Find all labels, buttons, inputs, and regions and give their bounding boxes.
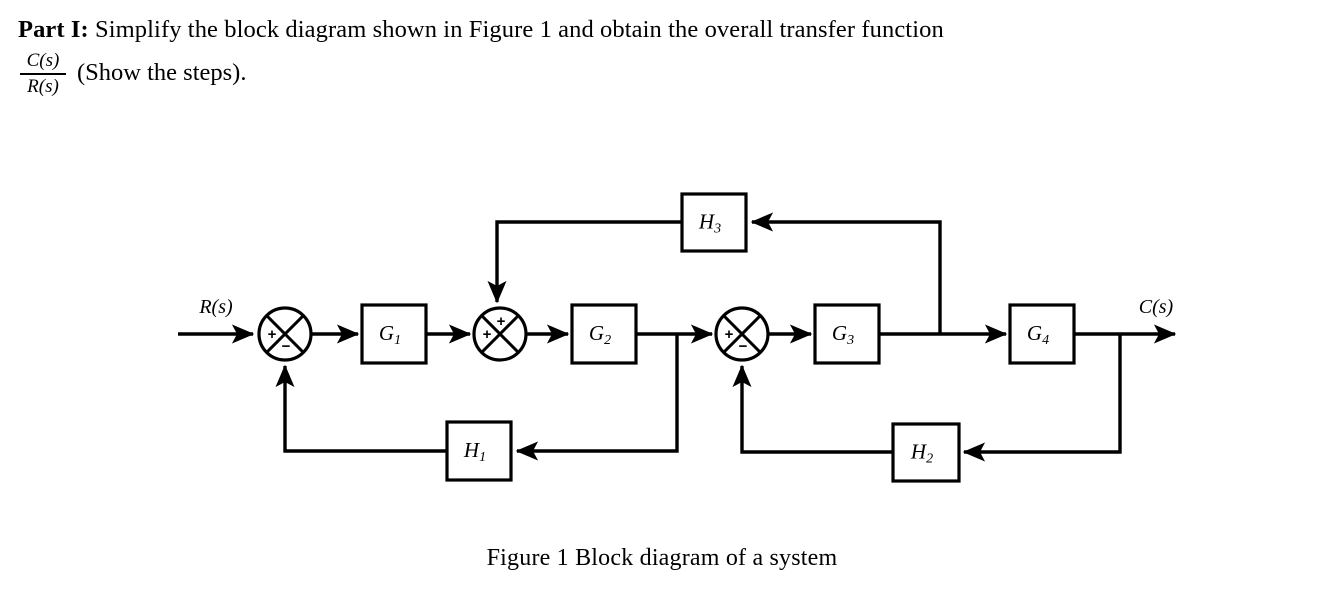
sign-sum3-left: +: [725, 326, 734, 343]
signal-path-H2-to-sum3: [732, 364, 893, 454]
sign-sum2-left: +: [483, 326, 492, 343]
fraction-numerator: C(s): [26, 50, 60, 72]
summing-junctions-layer: +−+++−: [257, 306, 770, 362]
block-outline-h1: [445, 420, 513, 482]
question-line-primary: Part I: Simplify the block diagram shown…: [18, 14, 1298, 45]
summing-junction-sum1: +−: [257, 306, 313, 362]
signal-path-H1-to-sum1: [275, 364, 447, 453]
summing-cross-sum3-1: [722, 314, 762, 354]
block-outline-g2: [570, 303, 638, 365]
block-h1: H1: [445, 420, 513, 482]
sign-sum1-bottom: −: [282, 338, 291, 355]
block-outline-g1: [360, 303, 428, 365]
block-g4: G4: [1008, 303, 1076, 365]
signal-path-H3-to-sum2: [487, 220, 682, 304]
block-outline-g4: [1008, 303, 1076, 365]
figure-caption: Figure 1 Block diagram of a system: [486, 545, 838, 571]
signal-path-H3-feedback-from-G3: [750, 212, 942, 334]
block-g3: G3: [813, 303, 881, 365]
block-outline-h2: [891, 422, 961, 483]
sign-sum2-top: +: [497, 313, 506, 330]
block-h2: H2: [891, 422, 961, 483]
input-signal-label: R(s): [198, 296, 233, 318]
fraction-denominator: R(s): [27, 75, 59, 97]
block-outline-h3: [680, 192, 748, 253]
sign-sum1-left: +: [268, 326, 277, 343]
summing-cross-sum1-1: [265, 314, 305, 354]
summing-cross-sum2-1: [480, 314, 520, 354]
question-line-secondary: C(s) R(s) (Show the steps).: [18, 49, 1298, 97]
transfer-function-fraction: C(s) R(s): [20, 50, 66, 97]
question-steps-note: (Show the steps).: [77, 58, 247, 86]
block-h3: H3: [680, 192, 748, 253]
question-statement: Simplify the block diagram shown in Figu…: [88, 16, 944, 43]
signal-path-H2-branch-from-G4: [962, 334, 1122, 462]
sign-sum3-bottom: −: [739, 338, 748, 355]
signal-path-H1-branch-from-G2: [515, 334, 679, 461]
part-label: Part I:: [18, 16, 89, 43]
fraction-bar: [20, 72, 66, 75]
block-outline-g3: [813, 303, 881, 365]
block-g1: G1: [360, 303, 428, 365]
summing-junction-sum3: +−: [714, 306, 770, 362]
summing-junction-sum2: ++: [472, 306, 528, 362]
signal-paths-layer: [178, 212, 1177, 462]
question-block: Part I: Simplify the block diagram shown…: [18, 14, 1298, 97]
output-signal-label: C(s): [1139, 296, 1174, 318]
block-g2: G2: [570, 303, 638, 365]
